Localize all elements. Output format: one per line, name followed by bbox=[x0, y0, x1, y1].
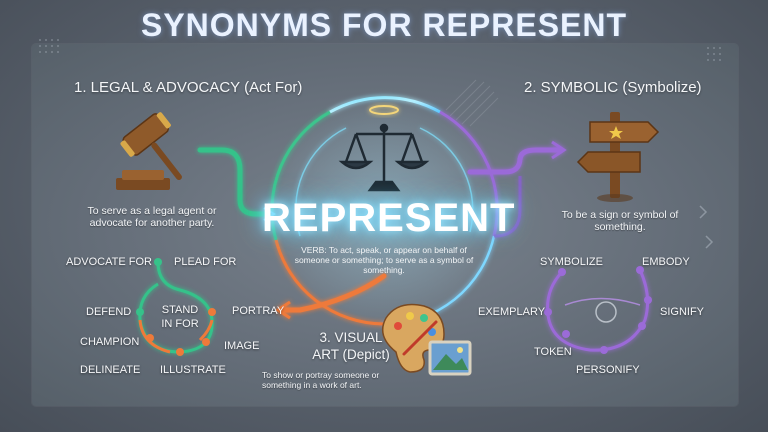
word-token: TOKEN bbox=[534, 346, 572, 358]
visual-heading: 3. VISUAL ART (Depict) bbox=[312, 330, 390, 362]
word-embody: EMBODY bbox=[642, 256, 690, 268]
symbolic-description: To be a sign or symbol of something. bbox=[561, 209, 679, 233]
word-stand-in-for: STAND IN FOR bbox=[161, 304, 199, 330]
word-plead-for: PLEAD FOR bbox=[174, 256, 237, 268]
word-image: IMAGE bbox=[224, 340, 260, 352]
symbolic-word-loop bbox=[544, 266, 652, 354]
decor-hatch-circle bbox=[445, 79, 499, 127]
word-signify: SIGNIFY bbox=[660, 306, 705, 318]
decor-chevrons bbox=[699, 205, 714, 249]
halo-icon bbox=[369, 105, 399, 115]
center-glow bbox=[264, 92, 504, 332]
picture-frame-icon bbox=[428, 340, 472, 376]
decor-dots-right bbox=[707, 47, 721, 61]
word-defend: DEFEND bbox=[86, 306, 132, 318]
symbolic-heading: 2. SYMBOLIC (Symbolize) bbox=[524, 79, 702, 96]
center-word: REPRESENT bbox=[262, 196, 516, 240]
legal-heading: 1. LEGAL & ADVOCACY (Act For) bbox=[74, 79, 303, 96]
word-champion: CHAMPION bbox=[80, 336, 140, 348]
word-symbolize: SYMBOLIZE bbox=[540, 256, 603, 268]
connector-legal bbox=[197, 147, 276, 221]
scales-icon bbox=[338, 123, 430, 192]
connector-visual bbox=[275, 273, 387, 320]
word-exemplary: EXEMPLARY bbox=[478, 306, 546, 318]
word-illustrate: ILLUSTRATE bbox=[160, 364, 226, 376]
word-personify: PERSONIFY bbox=[576, 364, 640, 376]
page-title: SYNONYMS FOR REPRESENT bbox=[140, 7, 628, 43]
center-ring bbox=[270, 96, 499, 326]
decor-dots-left bbox=[39, 39, 59, 53]
gavel-icon bbox=[116, 112, 182, 190]
legal-description: To serve as a legal agent or advocate fo… bbox=[87, 205, 217, 229]
visual-description: To show or portray someone or something … bbox=[262, 370, 380, 391]
signpost-icon bbox=[576, 112, 660, 202]
palette-icon bbox=[381, 303, 445, 373]
word-advocate-for: ADVOCATE FOR bbox=[66, 256, 152, 268]
center-definition: VERB: To act, speak, or appear on behalf… bbox=[294, 245, 474, 275]
connector-symbolic bbox=[467, 140, 567, 238]
word-delineate: DELINEATE bbox=[80, 364, 141, 376]
word-portray: PORTRAY bbox=[232, 305, 285, 317]
legal-word-loop bbox=[136, 258, 216, 356]
